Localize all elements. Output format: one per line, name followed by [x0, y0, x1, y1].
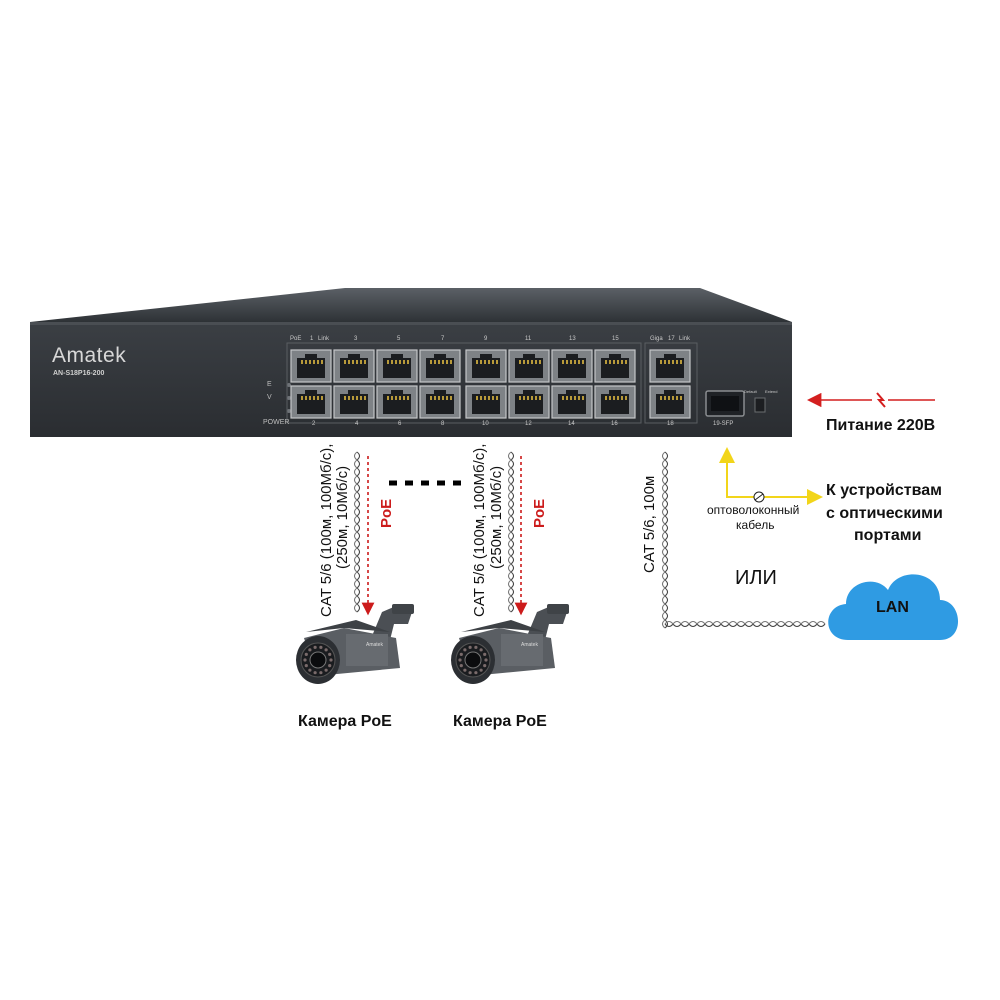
fiber-label-2: кабель — [736, 518, 774, 532]
optical-label-2: с оптическими — [826, 505, 943, 523]
power-label: Питание 220В — [826, 417, 935, 435]
cam1-poe-label: PoE — [378, 499, 395, 528]
camera-lens — [310, 652, 326, 668]
camera1-label: Камера PoE — [298, 713, 392, 731]
camera2-label: Камера PoE — [453, 713, 547, 731]
camera-1: Amatek — [286, 598, 426, 698]
fiber-cable — [727, 463, 810, 497]
twisted-pair — [509, 452, 514, 612]
optical-label-1: К устройствам — [826, 482, 942, 500]
camera-lens — [465, 652, 481, 668]
camera-brand-label: Amatek — [366, 642, 383, 648]
cam2-cable-spec: CAT 5/6 (100м, 100Мб/с), — [471, 444, 488, 617]
cam1-cable-spec2: (250м, 10Мб/с) — [334, 466, 351, 569]
optical-label-3: портами — [854, 527, 921, 545]
twisted-pair — [663, 452, 668, 628]
uplink-cable-spec: CAT 5/6, 100м — [641, 476, 658, 573]
cam1-cable-spec: CAT 5/6 (100м, 100Мб/с), — [318, 444, 335, 617]
cam2-cable-spec2: (250м, 10Мб/с) — [488, 466, 505, 569]
or-label: ИЛИ — [735, 567, 777, 590]
twisted-pair — [665, 622, 825, 627]
camera-brand-label: Amatek — [521, 642, 538, 648]
camera-2: Amatek — [441, 598, 581, 698]
cam2-poe-label: PoE — [531, 499, 548, 528]
lan-label: LAN — [876, 599, 909, 617]
twisted-pair — [355, 452, 360, 612]
fiber-label-1: оптоволоконный — [707, 503, 799, 517]
